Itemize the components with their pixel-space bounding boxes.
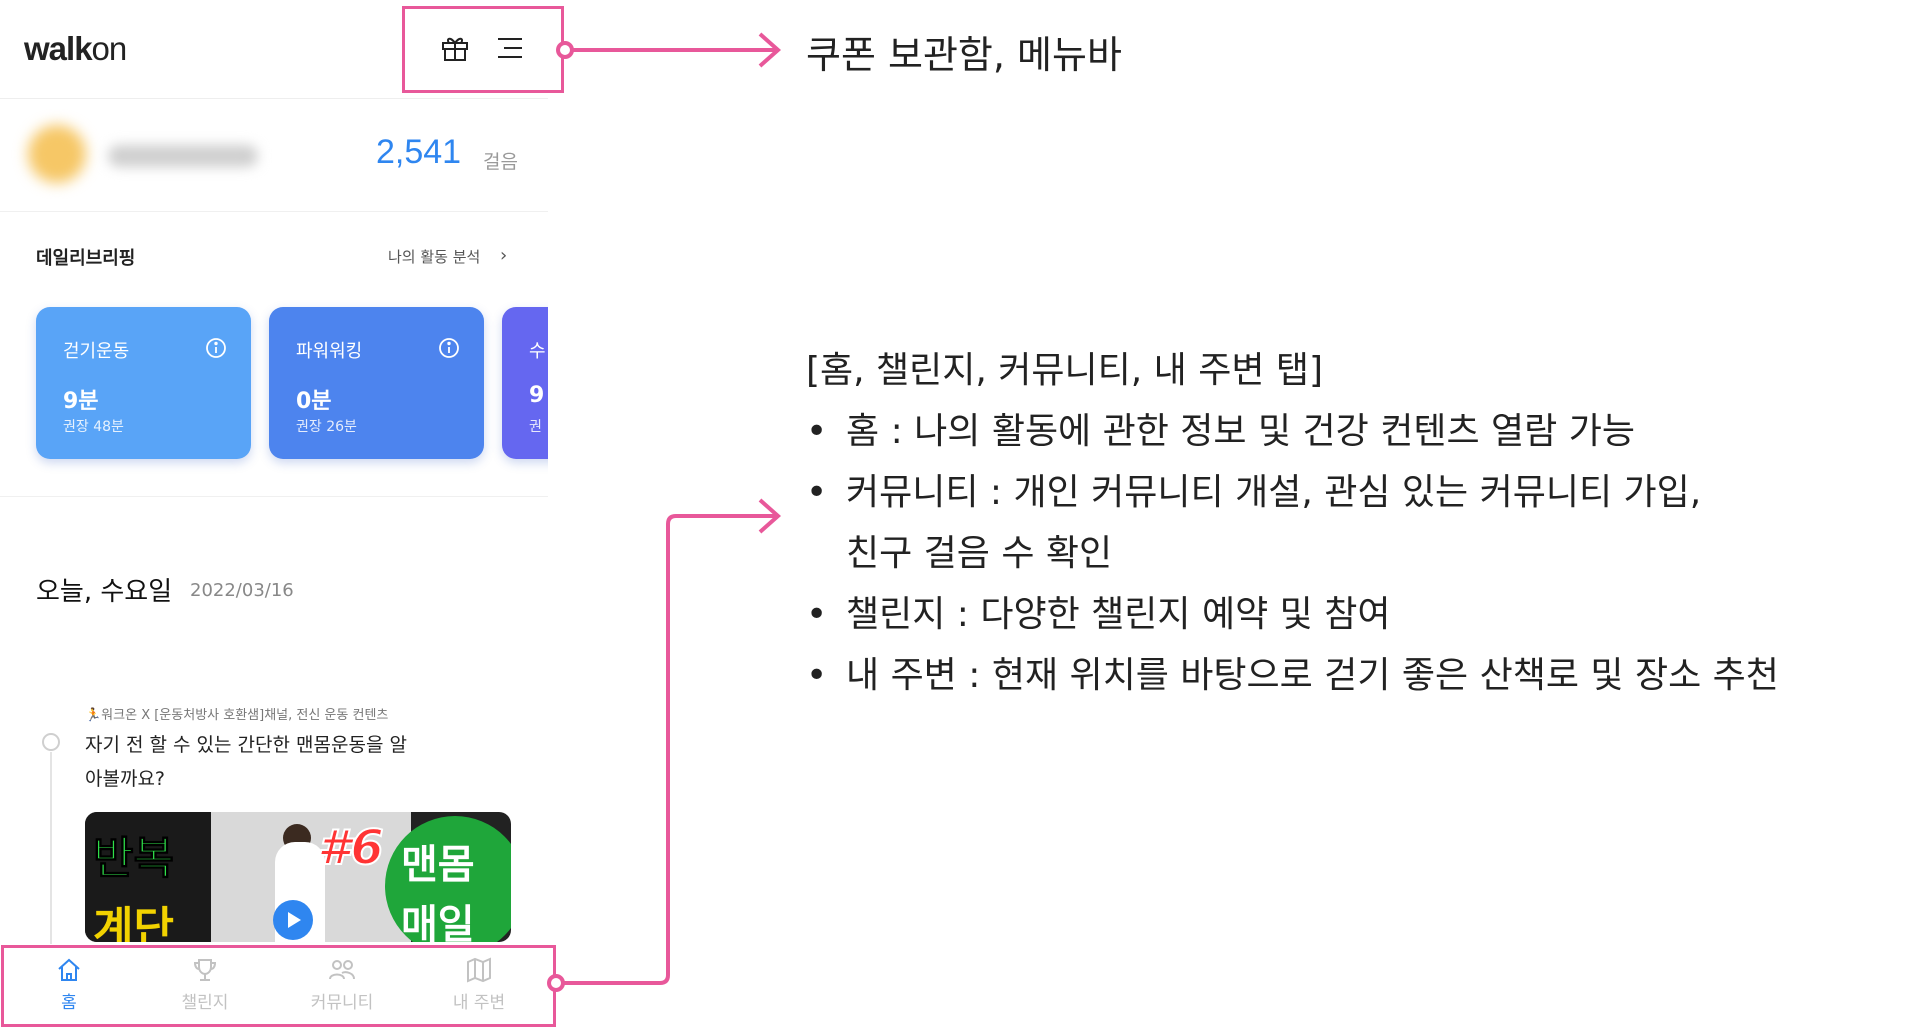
activity-analysis-link[interactable]: 나의 활동 분석 <box>388 248 481 266</box>
briefing-card-third[interactable]: 수 9 권 <box>502 307 548 459</box>
today-label: 오늘, 수요일 <box>36 577 173 607</box>
map-icon <box>467 957 491 983</box>
top-bar: walkon <box>0 0 548 99</box>
tab-challenge[interactable]: 챌린지 <box>145 956 265 1013</box>
timeline-line <box>50 752 52 952</box>
annotation-bullet-list: 홈 : 나의 활동에 관한 정보 및 건강 컨텐츠 열람 가능 커뮤니티 : 개… <box>806 401 1779 706</box>
card-recommended: 권장 48분 <box>63 419 124 435</box>
play-button[interactable] <box>273 900 313 940</box>
tab-label: 챌린지 <box>181 993 229 1013</box>
annotation-bullet: 챌린지 : 다양한 챌린지 예약 및 참여 <box>806 584 1779 645</box>
tab-nearby[interactable]: 내 주변 <box>419 956 539 1013</box>
tab-community[interactable]: 커뮤니티 <box>282 956 402 1013</box>
briefing-card-power-walking[interactable]: 파워워킹 0분 권장 26분 <box>269 307 484 459</box>
annotation-bullet: 커뮤니티 : 개인 커뮤니티 개설, 관심 있는 커뮤니티 가입, <box>806 462 1779 523</box>
video-thumbnail[interactable]: 반복 계단 #6 맨몸 매일 <box>85 812 511 942</box>
timeline-dot <box>42 733 60 751</box>
thumb-text-3: #6 <box>316 819 385 877</box>
tab-label: 홈 <box>61 993 77 1013</box>
thumb-left-panel <box>85 812 211 942</box>
info-icon[interactable] <box>438 337 460 359</box>
feed-source: 🏃워크온 X [운동처방사 호환샘]채널, 전신 운동 컨텐츠 <box>85 708 389 723</box>
gift-icon[interactable] <box>440 33 470 63</box>
bottom-nav: 홈 챌린지 커뮤니티 내 주변 <box>0 944 548 1028</box>
section-divider <box>0 496 548 497</box>
annotation-bullet: 내 주변 : 현재 위치를 바탕으로 걷기 좋은 산책로 및 장소 추천 <box>806 645 1779 706</box>
thumb-green-circle <box>385 816 511 942</box>
info-icon[interactable] <box>205 337 227 359</box>
card-recommended: 권장 26분 <box>296 419 357 435</box>
thumb-text-1: 반복 <box>93 833 175 885</box>
feed-title[interactable]: 자기 전 할 수 있는 간단한 맨몸운동을 알아볼까요? <box>85 734 407 790</box>
card-title: 걷기운동 <box>63 341 130 362</box>
people-icon <box>329 960 355 980</box>
card-value: 0분 <box>296 389 332 414</box>
annotation-bullet-continued: 친구 걸음 수 확인 <box>846 533 1113 574</box>
annotation-bottom: [홈, 챌린지, 커뮤니티, 내 주변 탭] 홈 : 나의 활동에 관한 정보 … <box>806 340 1779 706</box>
tab-home[interactable]: 홈 <box>9 956 129 1013</box>
annotation-bullet: 홈 : 나의 활동에 관한 정보 및 건강 컨텐츠 열람 가능 <box>806 401 1779 462</box>
step-unit: 걸음 <box>483 151 518 173</box>
briefing-card-walking[interactable]: 걷기운동 9분 권장 48분 <box>36 307 251 459</box>
annotation-header: [홈, 챌린지, 커뮤니티, 내 주변 탭] <box>806 350 1324 391</box>
logo-bold: walk <box>24 30 93 67</box>
tab-label: 내 주변 <box>452 993 506 1013</box>
daily-briefing-title: 데일리브리핑 <box>36 248 136 269</box>
thumb-text-5: 매일 <box>401 902 475 942</box>
profile-summary[interactable]: 2,541 걸음 <box>0 99 548 212</box>
app-logo: walkon <box>24 30 128 68</box>
thumb-text-4: 맨몸 <box>401 842 475 888</box>
annotation-top: 쿠폰 보관함, 메뉴바 <box>806 33 1122 77</box>
today-date: 2022/03/16 <box>190 580 294 601</box>
card-recommended: 권 <box>529 419 542 435</box>
tab-label: 커뮤니티 <box>310 993 374 1013</box>
menu-icon[interactable] <box>495 33 525 63</box>
card-value: 9분 <box>63 389 99 414</box>
home-icon <box>58 958 80 981</box>
logo-rest: on <box>91 30 128 67</box>
play-icon <box>288 912 301 928</box>
card-value: 9 <box>529 383 545 408</box>
card-title: 수 <box>529 341 546 362</box>
app-screen: walkon 2,541 걸음 데일리브리핑 나의 활동 분석 › 걷기운동 9… <box>0 0 548 1028</box>
avatar <box>28 125 86 183</box>
chevron-right-icon[interactable]: › <box>500 245 508 266</box>
user-name-blurred <box>108 145 258 167</box>
step-count: 2,541 <box>376 133 462 171</box>
card-title: 파워워킹 <box>296 341 363 362</box>
thumb-text-2: 계단 <box>93 903 174 942</box>
trophy-icon <box>193 959 217 981</box>
